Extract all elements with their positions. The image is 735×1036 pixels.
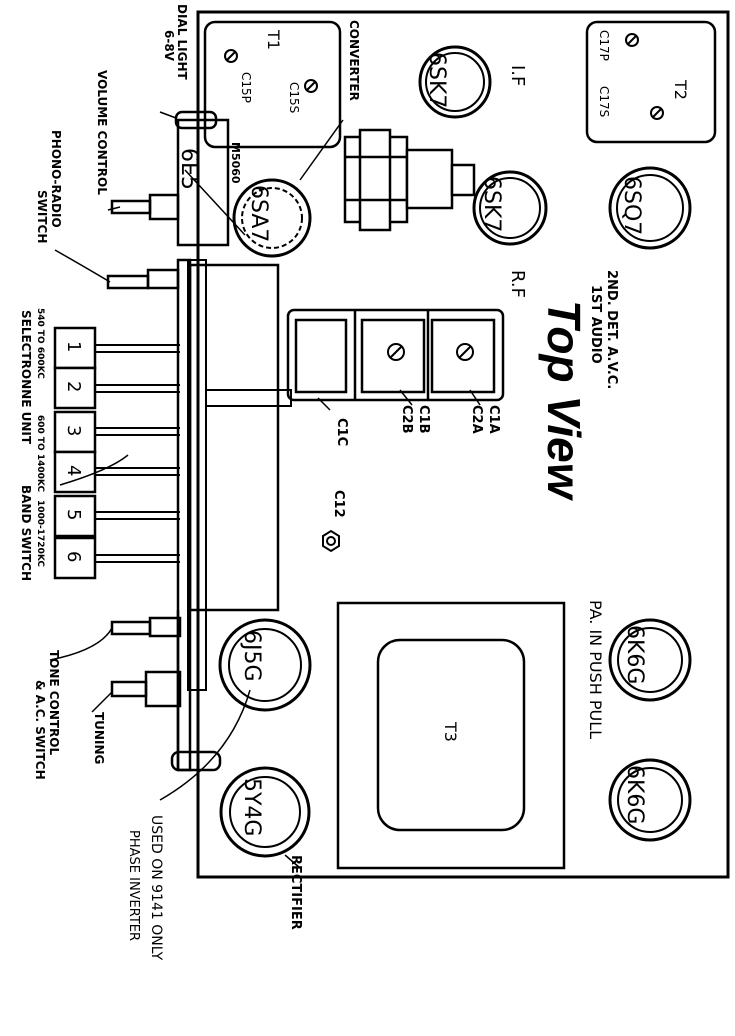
label-t1: T1 [264, 29, 283, 50]
label-6sk7-if: 6SK7 [424, 52, 449, 108]
tube-6k6g-a-outer [608, 618, 692, 702]
label-phono-radio-2: SWITCH [35, 190, 49, 243]
label-c1c: C1C [334, 418, 349, 446]
button-label-5: 5 [63, 509, 84, 520]
tube-6j5g-inner [228, 628, 302, 702]
tube-6k6g-b-outer [608, 758, 692, 842]
label-band-switch: BAND SWITCH [19, 485, 33, 581]
tube-6j5g-outer [218, 618, 312, 712]
tube-6sk7-rf-outer [472, 170, 548, 246]
tube-6k6g-b-inner [617, 767, 683, 833]
label-det-2: 1ST AUDIO [588, 285, 603, 364]
button-plungers [95, 344, 180, 563]
label-dial-light: DIAL LIGHT [175, 4, 189, 81]
label-range-3: 1000-1720KC [35, 500, 45, 567]
label-6k6g-b: 6K6G [622, 765, 647, 824]
label-phono-radio-1: PHONO-RADIO [49, 130, 63, 228]
label-6k6g-a: 6K6G [622, 625, 647, 684]
tuning-gang-plate [188, 263, 280, 612]
leader-lines [49, 111, 481, 869]
tube-6sk7-rf-inner [479, 177, 541, 239]
t1-terminals [224, 49, 318, 93]
label-5y4g: 5Y4G [239, 778, 264, 836]
tube-6sa7-inner [241, 187, 303, 249]
tube-5y4g-outer [219, 766, 311, 858]
label-c1a: C1A [486, 405, 501, 434]
label-6sk7-rf: 6SK7 [479, 176, 504, 232]
t1-transformer-box [203, 20, 342, 149]
tube-6k6g-a-inner [617, 627, 683, 693]
tube-6sq7-inner [616, 174, 684, 242]
label-tone-2: & A.C. SWITCH [33, 680, 47, 780]
t3-inner [376, 638, 526, 832]
converter-can [343, 128, 476, 232]
label-pa-push-pull: PA. IN PUSH PULL [586, 600, 605, 739]
t2-terminals [625, 33, 664, 120]
tube-6sa7-outer [232, 178, 312, 258]
label-t3: T3 [441, 721, 460, 742]
label-c1b: C1B [416, 405, 431, 434]
label-selectronne: SELECTRONNE UNIT [19, 310, 33, 445]
label-used-on-1: USED ON 9141 ONLY [148, 815, 164, 961]
button-3[interactable] [53, 410, 97, 454]
label-6sa7: 6SA7 [246, 185, 271, 242]
label-6j5g: 6J5G [239, 630, 264, 682]
label-converter: CONVERTER [347, 20, 361, 101]
label-used-on-2: PHASE INVERTER [126, 830, 141, 941]
tube-6sq7-outer [608, 166, 692, 250]
label-volume: VOLUME CONTROL [95, 70, 109, 195]
c12-nut [322, 529, 340, 553]
capacitor-gang [286, 308, 505, 402]
button-4[interactable] [53, 450, 97, 494]
dial-light-socket [174, 110, 218, 130]
button-label-4: 4 [63, 465, 84, 476]
label-6e5: 6E5 [176, 148, 201, 190]
label-if: I.F [507, 65, 528, 86]
label-c15s: C15S [287, 82, 301, 113]
tone-control-knob [110, 616, 182, 638]
tube-5y4g-inner [229, 776, 301, 848]
trimmer-screws [387, 343, 474, 361]
title-top-view: Top View [538, 300, 590, 502]
label-c12: C12 [331, 490, 346, 518]
label-c2a: C2A [469, 405, 484, 434]
t2-transformer-box [585, 20, 717, 144]
button-2[interactable] [53, 366, 97, 410]
band-switch-shaft [187, 259, 207, 691]
label-rectifier: RECTIFIER [288, 855, 303, 930]
phono-radio-switch [106, 268, 180, 290]
tuning-knob [110, 670, 182, 708]
label-rf: R.F [507, 270, 528, 298]
button-label-6: 6 [63, 551, 84, 562]
label-c15p: C15P [239, 72, 253, 103]
label-6sq7: 6SQ7 [619, 176, 644, 235]
label-range-1: 540 TO 600KC [35, 308, 45, 379]
button-1[interactable] [53, 326, 97, 370]
gang-shaft [205, 389, 292, 407]
label-tuning: TUNING [92, 712, 106, 764]
label-tone-1: TONE CONTROL [47, 650, 61, 755]
inverter-socket [170, 750, 222, 772]
tube-6sk7-if-outer [418, 45, 492, 119]
tube-6sk7-if-inner [425, 52, 485, 112]
button-5[interactable] [53, 494, 97, 538]
label-det-1: 2ND. DET. A.V.C. [604, 270, 619, 389]
volume-control-knob [110, 193, 180, 221]
label-range-2: 600 TO 1400KC [35, 415, 45, 492]
label-t2: T2 [671, 79, 690, 100]
button-6[interactable] [53, 536, 97, 580]
chassis-outline [196, 10, 730, 879]
button-label-2: 2 [63, 381, 84, 392]
label-c2b: C2B [399, 405, 414, 434]
label-m5060: M5060 [229, 142, 242, 184]
button-label-1: 1 [63, 341, 84, 352]
label-c17p: C17P [597, 30, 611, 61]
button-label-3: 3 [63, 425, 84, 436]
label-dial-light-v: 6-8V [162, 30, 176, 62]
label-c17s: C17S [597, 86, 611, 117]
t3-outer [336, 601, 566, 870]
selectronne-buttons [53, 326, 97, 580]
